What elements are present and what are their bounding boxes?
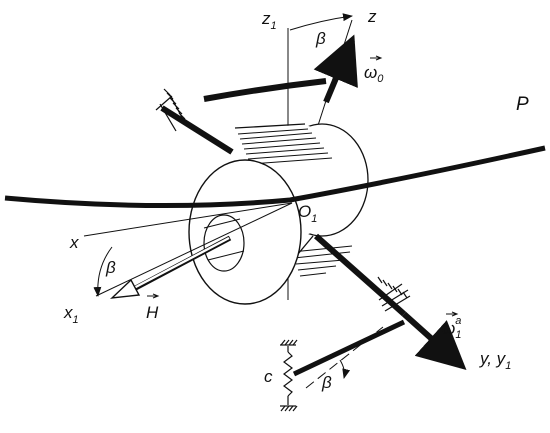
bearing-upper-left	[155, 88, 189, 132]
label-O1: O1	[298, 202, 317, 225]
dashed-reference	[305, 326, 384, 389]
frame-bar-top	[203, 78, 327, 102]
vector-overbars	[147, 57, 456, 315]
H-vector	[110, 235, 232, 299]
label-H: H	[146, 303, 159, 322]
beta-bottom-arc	[339, 359, 351, 379]
bearing-lower-right	[377, 276, 411, 312]
beta-top-arc	[289, 13, 353, 31]
label-z: z	[367, 7, 377, 26]
beta-left-arc	[93, 246, 113, 297]
x-axis-line	[83, 202, 293, 237]
label-y-y1: y, y1	[479, 349, 511, 372]
spring-lever	[292, 319, 406, 377]
label-x: x	[69, 233, 79, 252]
axle-lower-right	[314, 233, 406, 317]
curve-P	[4, 145, 546, 209]
y-axis-vector	[401, 311, 467, 371]
label-c: c	[264, 367, 273, 386]
spring-c	[280, 339, 298, 412]
label-x1: x1	[63, 303, 79, 326]
label-omega0: ω0	[364, 63, 384, 85]
label-beta-left: β	[105, 258, 116, 277]
label-P: P	[516, 94, 529, 115]
rotor	[188, 123, 369, 305]
label-beta-top: β	[315, 29, 326, 48]
axle-upper-left	[160, 105, 234, 155]
label-beta-bottom: β	[321, 373, 332, 392]
omega0-vector	[313, 34, 358, 104]
x1-axis-line	[95, 202, 293, 297]
label-z1: z1	[261, 9, 277, 32]
